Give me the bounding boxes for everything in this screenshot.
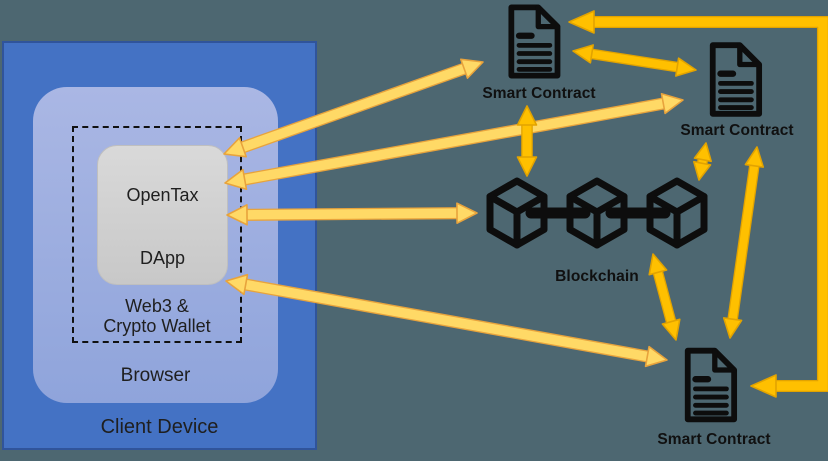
arrowhead xyxy=(644,345,668,368)
blockchain-label: Blockchain xyxy=(555,268,639,285)
smart-contract-bottom-label: Smart Contract xyxy=(657,431,771,448)
arrowhead xyxy=(750,374,777,398)
arrowhead xyxy=(456,202,478,224)
dapp-title-label: OpenTax xyxy=(126,185,199,205)
arrowhead xyxy=(722,317,743,339)
dapp-box xyxy=(97,145,228,285)
smart-contract-bottom-icon xyxy=(680,346,738,424)
arrowhead xyxy=(675,57,697,77)
client-device-label: Client Device xyxy=(100,416,219,438)
crypto-wallet-label-line1: Web3 & xyxy=(125,296,189,316)
blockchain-icon xyxy=(481,174,731,250)
arrowhead xyxy=(568,10,595,34)
arrow-blockchain-to-smart-contract-bottom xyxy=(648,253,681,341)
smart-contract-top-label: Smart Contract xyxy=(482,85,596,102)
smart-contract-top-icon xyxy=(503,4,562,79)
crypto-wallet-label: Web3 &Crypto Wallet xyxy=(72,296,242,336)
arrowhead xyxy=(693,142,712,163)
crypto-wallet-box xyxy=(72,126,242,343)
arrow-smart-contract-top-to-smart-contract-right xyxy=(572,44,697,77)
arrowhead xyxy=(744,146,765,168)
arrowhead xyxy=(460,58,484,79)
arrowhead xyxy=(660,92,684,115)
smart-contract-right-label: Smart Contract xyxy=(680,122,794,139)
crypto-wallet-label-line2: Crypto Wallet xyxy=(103,316,211,336)
arrowhead xyxy=(516,105,538,126)
browser-label: Browser xyxy=(120,365,191,386)
arrow-smart-contract-top-to-blockchain xyxy=(516,105,538,177)
smart-contract-right-icon xyxy=(705,41,763,118)
arrowhead xyxy=(572,44,594,64)
arrowhead xyxy=(661,318,681,341)
dapp-subtitle-label: DApp xyxy=(139,248,186,268)
